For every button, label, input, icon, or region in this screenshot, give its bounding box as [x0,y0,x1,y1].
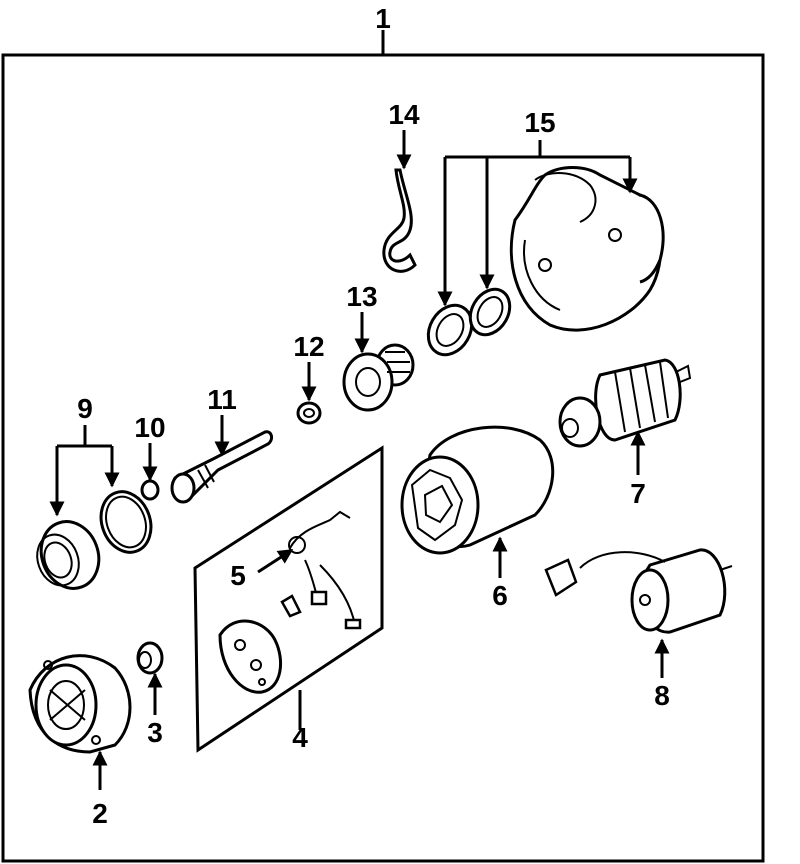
part-15-ring-small [468,287,512,337]
callout-15-leaders [437,140,638,307]
callout-12: 12 [293,331,324,362]
brush-holder-panel [193,445,384,753]
callout-5-leader [257,548,294,574]
callout-1: 1 [375,3,391,34]
callout-7: 7 [630,478,646,509]
callout-10: 10 [134,412,165,443]
part-9-o-ring [99,490,153,554]
part-11-shaft [170,430,274,504]
callout-15: 15 [524,107,555,138]
callout-8: 8 [654,680,670,711]
part-6-yoke [400,425,555,555]
part-5-brush-lead [280,510,362,630]
callout-9: 9 [77,393,93,424]
callout-5: 5 [230,560,246,591]
callout-11: 11 [207,384,237,415]
part-7-armature [558,358,692,448]
callout-6: 6 [492,580,508,611]
part-12-nut [296,401,322,425]
part-3-bushing [136,641,164,675]
assembly-frame [1,30,765,863]
part-15-ring-large [426,303,474,357]
part-4-brush-plate [218,619,283,694]
part-9-bearing [36,520,101,590]
callout-2: 2 [92,798,108,829]
part-2-end-housing [28,654,132,754]
part-15-housing [509,166,665,332]
callout-4: 4 [292,722,308,753]
callout-3: 3 [147,717,163,748]
callout-9-leaders [49,425,120,517]
callout-14: 14 [388,99,420,130]
part-8-solenoid [544,548,733,634]
part-13-pinion-gear [342,343,415,412]
part-14-clip [382,168,417,273]
callout-13: 13 [346,281,377,312]
part-10-ring [140,479,160,501]
